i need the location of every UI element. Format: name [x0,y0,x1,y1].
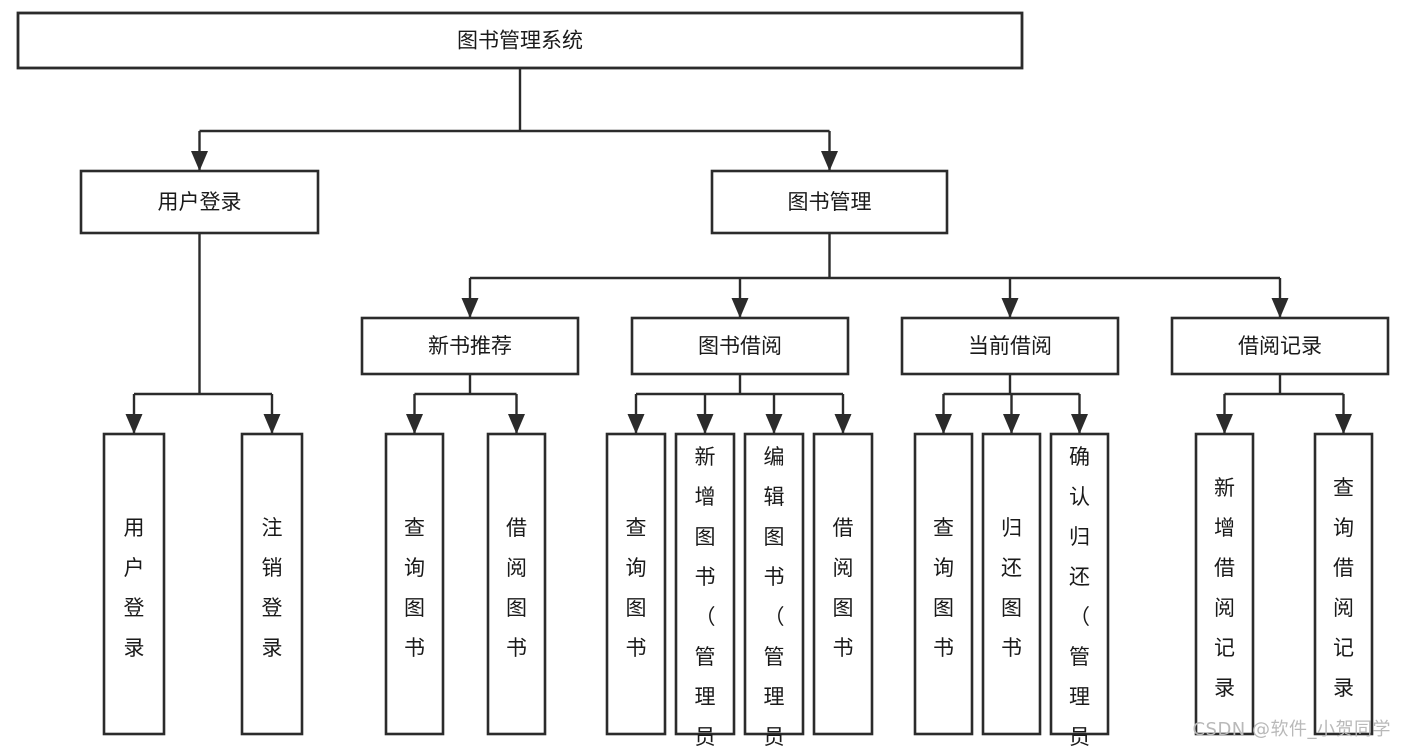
node-label-leaf-query-book-cur: 查询图书 [933,516,954,660]
node-current-borrow[interactable]: 当前借阅 [900,316,1120,376]
node-box-leaf-user-logout [240,432,304,736]
node-leaf-return-book[interactable]: 归还图书 [981,432,1042,736]
node-leaf-user-login[interactable]: 用户登录 [102,432,166,736]
arrow-head-icon [461,298,479,318]
edge-group-borrow-record [1216,374,1352,434]
edges-layer [125,68,1352,434]
node-label-leaf-borrow-book-rec: 借阅图书 [506,516,527,660]
node-borrow-record[interactable]: 借阅记录 [1170,316,1390,376]
node-label-book-manage: 图书管理 [788,190,872,214]
node-user-login[interactable]: 用户登录 [79,169,320,235]
node-label-root: 图书管理系统 [457,29,583,53]
node-label-leaf-query-record: 查询借阅记录 [1333,476,1354,700]
arrow-head-icon [1001,298,1019,318]
node-box-leaf-user-login [102,432,166,736]
arrow-head-icon [731,298,749,318]
arrow-head-icon [406,414,423,434]
node-box-leaf-borrow-book [812,432,874,736]
node-box-leaf-query-book-cur [913,432,974,736]
node-leaf-query-book-borrow[interactable]: 查询图书 [605,432,667,736]
node-leaf-user-logout[interactable]: 注销登录 [240,432,304,736]
edge-group-book-manage [461,233,1289,318]
node-label-current-borrow: 当前借阅 [968,334,1052,358]
arrow-head-icon [191,151,208,171]
arrow-head-icon [263,414,281,434]
node-book-borrow[interactable]: 图书借阅 [630,316,850,376]
nodes-layer: 图书管理系统用户登录图书管理新书推荐图书借阅当前借阅借阅记录用户登录注销登录查询… [16,11,1390,747]
arrow-head-icon [821,151,838,171]
edge-group-user-login [125,233,281,434]
node-leaf-query-book-cur[interactable]: 查询图书 [913,432,974,736]
node-label-leaf-user-login: 用户登录 [124,516,145,660]
arrow-head-icon [1335,414,1352,434]
node-box-book-manage [710,169,949,235]
node-leaf-borrow-book-rec[interactable]: 借阅图书 [486,432,547,736]
arrow-head-icon [627,414,645,434]
node-new-book-recommend[interactable]: 新书推荐 [360,316,580,376]
node-box-book-borrow [630,316,850,376]
node-label-leaf-query-book-rec: 查询图书 [404,516,425,660]
node-box-borrow-record [1170,316,1390,376]
node-label-leaf-borrow-book: 借阅图书 [833,516,854,660]
node-label-leaf-add-book: 新增图书（管理员） [695,445,716,747]
node-box-root [16,11,1024,70]
node-leaf-query-book-rec[interactable]: 查询图书 [384,432,445,736]
edge-group-current-borrow [935,374,1088,434]
arrow-head-icon [1216,414,1233,434]
node-label-user-login: 用户登录 [158,190,242,214]
arrow-head-icon [508,414,525,434]
node-box-leaf-return-book [981,432,1042,736]
edge-group-root [191,68,838,171]
node-box-leaf-add-record [1194,432,1255,736]
node-label-leaf-return-book: 归还图书 [1001,516,1022,660]
arrow-head-icon [765,414,783,434]
node-label-borrow-record: 借阅记录 [1238,334,1322,358]
node-label-leaf-user-logout: 注销登录 [262,516,283,660]
node-box-leaf-add-book [674,432,736,736]
node-box-leaf-query-record [1313,432,1374,736]
node-label-leaf-confirm-return: 确认归还（管理员） [1069,445,1090,747]
arrow-head-icon [1003,414,1020,434]
node-box-new-book-recommend [360,316,580,376]
node-box-leaf-borrow-book-rec [486,432,547,736]
node-book-manage[interactable]: 图书管理 [710,169,949,235]
node-box-leaf-query-book-rec [384,432,445,736]
node-box-leaf-edit-book [743,432,805,736]
node-box-current-borrow [900,316,1120,376]
node-label-new-book-recommend: 新书推荐 [428,334,512,358]
node-root[interactable]: 图书管理系统 [16,11,1024,70]
edge-group-book-borrow [627,374,852,434]
node-box-user-login [79,169,320,235]
node-leaf-add-book[interactable]: 新增图书（管理员） [674,432,736,747]
node-label-leaf-add-record: 新增借阅记录 [1214,476,1235,700]
csdn-watermark: CSDN @软件_小贺同学 [1192,719,1391,740]
node-leaf-borrow-book[interactable]: 借阅图书 [812,432,874,736]
arrow-head-icon [834,414,852,434]
node-box-leaf-query-book-borrow [605,432,667,736]
arrow-head-icon [935,414,952,434]
arrow-head-icon [1271,298,1289,318]
node-leaf-confirm-return[interactable]: 确认归还（管理员） [1049,432,1110,747]
edge-group-new-book-recommend [406,374,525,434]
node-leaf-edit-book[interactable]: 编辑图书（管理员） [743,432,805,747]
node-leaf-query-record[interactable]: 查询借阅记录 [1313,432,1374,736]
node-label-book-borrow: 图书借阅 [698,334,782,358]
arrow-head-icon [125,414,143,434]
node-leaf-add-record[interactable]: 新增借阅记录 [1194,432,1255,736]
node-label-leaf-query-book-borrow: 查询图书 [626,516,647,660]
node-label-leaf-edit-book: 编辑图书（管理员） [764,445,785,747]
arrow-head-icon [1071,414,1088,434]
arrow-head-icon [696,414,714,434]
node-box-leaf-confirm-return [1049,432,1110,736]
